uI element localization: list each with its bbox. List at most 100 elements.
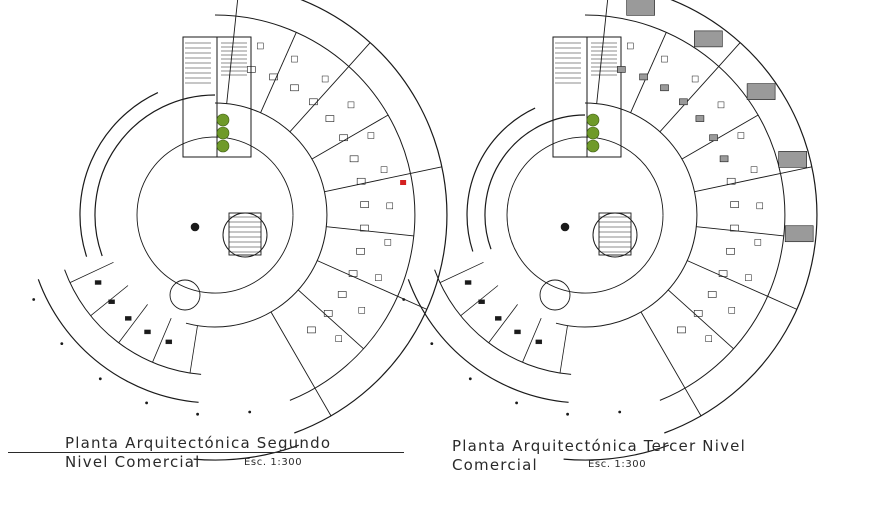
west-wing-arc-1 xyxy=(94,94,216,257)
radial-partition-sw xyxy=(488,304,518,344)
tree-icon xyxy=(216,139,230,153)
shop-fixture xyxy=(718,270,728,277)
accent-marker xyxy=(400,180,407,186)
shop-fixture xyxy=(709,134,718,142)
plan-segundo-title-line2: Nivel Comercial xyxy=(65,453,201,471)
cinema-seating xyxy=(778,151,807,168)
shop-fixture xyxy=(719,155,729,163)
radial-partition xyxy=(596,16,607,104)
plan-segundo-scale: Esc. 1:300 xyxy=(244,457,303,468)
stair-core xyxy=(182,36,218,158)
table-cluster xyxy=(627,42,634,50)
shop-fixture-sw xyxy=(108,299,115,304)
shop-fixture xyxy=(323,310,333,317)
shop-fixture xyxy=(660,84,669,92)
radial-partition xyxy=(326,226,414,237)
central-void xyxy=(222,212,268,258)
cinema-seating xyxy=(694,30,723,48)
perimeter-column xyxy=(196,412,200,416)
shop-fixture xyxy=(246,66,256,73)
column xyxy=(190,222,200,232)
plan-tercer-title-line1: Planta Arquitectónica Tercer Nivel xyxy=(452,437,746,455)
radial-partition xyxy=(630,32,667,113)
table-cluster xyxy=(386,202,394,210)
radial-partition-sw xyxy=(189,325,198,374)
outer-ring-southwest xyxy=(407,279,569,403)
outer-ring-east xyxy=(664,0,818,434)
shop-fixture xyxy=(679,98,688,106)
shop-fixture xyxy=(290,84,299,92)
tree-icon xyxy=(216,113,230,127)
perimeter-column xyxy=(430,342,434,345)
radial-partition-outer xyxy=(684,387,702,417)
perimeter-column xyxy=(248,410,252,414)
outer-ring-south xyxy=(563,444,670,461)
perimeter-column xyxy=(468,377,472,381)
table-cluster xyxy=(661,55,668,63)
radial-partition-outer xyxy=(410,166,442,174)
radial-partition-sw xyxy=(439,261,484,283)
radial-partition xyxy=(289,66,350,133)
table-cluster xyxy=(335,335,342,342)
perimeter-column xyxy=(145,401,149,405)
tree-icon xyxy=(586,113,600,127)
inner-ring xyxy=(555,102,698,328)
shop-fixture xyxy=(726,247,735,255)
shop-fixture-sw xyxy=(144,329,151,335)
radial-partition-sw xyxy=(69,261,114,283)
shop-fixture xyxy=(616,66,626,73)
radial-partition-sw xyxy=(522,317,542,363)
radial-partition xyxy=(694,172,781,193)
shop-fixture-sw xyxy=(125,316,132,321)
shop-fixture xyxy=(349,155,359,163)
table-cluster xyxy=(367,132,375,139)
shop-fixture xyxy=(360,201,369,208)
table-cluster xyxy=(257,42,264,50)
escalator-core xyxy=(228,212,262,256)
central-void xyxy=(592,212,638,258)
tree-icon xyxy=(586,126,600,140)
table-cluster xyxy=(347,101,355,109)
radial-partition xyxy=(260,32,297,113)
table-cluster xyxy=(754,239,762,246)
secondary-void xyxy=(169,279,201,311)
corridor-ring-east xyxy=(584,14,786,401)
shop-fixture xyxy=(339,134,348,142)
west-wing-arc-2 xyxy=(466,107,536,252)
perimeter-column xyxy=(60,342,64,345)
radial-partition xyxy=(226,16,237,104)
table-cluster xyxy=(321,75,329,83)
shop-fixture xyxy=(677,326,686,334)
plan-tercer-title-line2: Comercial xyxy=(452,456,538,474)
outer-ring-southwest xyxy=(37,279,199,403)
perimeter-column xyxy=(618,410,622,414)
radial-partition xyxy=(324,172,411,193)
cinema-seating xyxy=(746,83,776,100)
table-cluster xyxy=(717,101,725,109)
plan-tercer-scale: Esc. 1:300 xyxy=(588,459,647,470)
corridor-ring-southwest xyxy=(434,269,572,375)
atrium-ring xyxy=(506,136,664,294)
table-cluster xyxy=(728,307,736,314)
perimeter-column xyxy=(32,298,36,301)
radial-partition-sw xyxy=(152,317,172,363)
shop-fixture-sw xyxy=(464,280,472,285)
cinema-seating xyxy=(626,0,655,16)
shop-fixture xyxy=(325,115,335,122)
table-cluster xyxy=(756,202,764,210)
radial-partition xyxy=(317,260,398,297)
plan-segundo-title-line1: Planta Arquitectónica Segundo xyxy=(65,434,332,452)
planter-group xyxy=(216,113,230,153)
table-cluster xyxy=(745,274,752,281)
shop-fixture-sw xyxy=(535,339,543,345)
shop-fixture xyxy=(337,291,347,298)
radial-partition-outer xyxy=(235,0,239,17)
shop-fixture-sw xyxy=(495,316,502,321)
shop-fixture-sw xyxy=(514,329,521,335)
table-cluster xyxy=(750,166,758,173)
table-cluster xyxy=(705,335,712,342)
radial-partition-sw xyxy=(559,325,568,374)
tree-icon xyxy=(586,139,600,153)
secondary-void xyxy=(539,279,571,311)
radial-partition-outer xyxy=(348,42,371,67)
